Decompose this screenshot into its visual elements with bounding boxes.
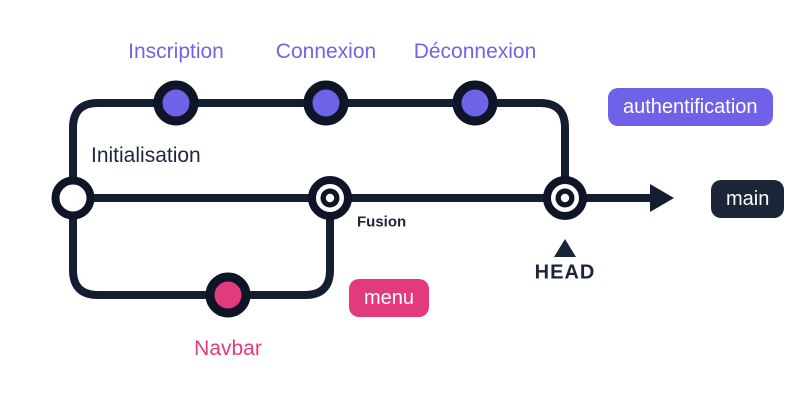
commit-label-fusion: Fusion <box>357 213 407 231</box>
head-pointer-icon <box>554 239 576 257</box>
commit-label-navbar: Navbar <box>194 337 262 360</box>
commit-node-connexion <box>303 80 349 126</box>
commit-label-initialisation: Initialisation <box>91 144 201 167</box>
commit-label-inscription: Inscription <box>128 40 224 63</box>
merge-commit-head <box>543 176 587 220</box>
commit-label-deconnexion: Déconnexion <box>413 40 537 63</box>
commit-node-navbar <box>205 272 251 318</box>
commit-label-connexion: Connexion <box>275 40 377 63</box>
commit-node-deconnexion <box>452 80 498 126</box>
commit-node-initialisation <box>51 176 95 220</box>
branch-badge-main: main <box>711 180 785 218</box>
branch-badge-authentification: authentification <box>608 88 773 126</box>
branch-badge-menu: menu <box>349 279 430 317</box>
commit-node-inscription <box>153 80 199 126</box>
head-label: HEAD <box>534 261 596 284</box>
branch-arrow-icon <box>650 184 674 212</box>
merge-commit-fusion <box>308 176 352 220</box>
branch-line-menu <box>69 200 334 299</box>
